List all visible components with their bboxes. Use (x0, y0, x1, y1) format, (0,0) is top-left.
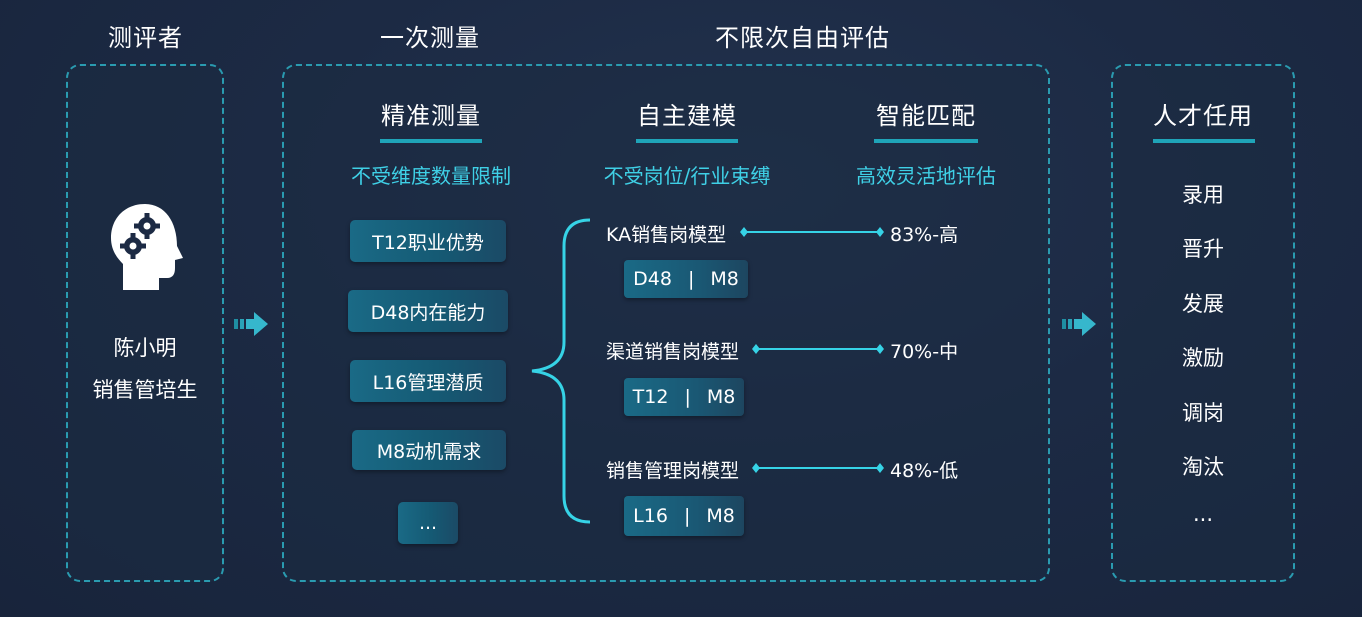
precise-measure-title: 精准测量 (381, 102, 481, 130)
tag-b: M8 (706, 505, 735, 527)
connector-line (752, 463, 884, 473)
tag-b: M8 (706, 386, 736, 408)
matching-subtitle: 高效灵活地评估 (856, 164, 996, 188)
evaluator-header: 测评者 (108, 24, 183, 52)
tag-b: M8 (710, 268, 739, 290)
talent-panel: 人才任用 录用 晋升 发展 激励 调岗 淘汰 ... (1111, 64, 1295, 582)
talent-item: 调岗 (1182, 401, 1224, 425)
free-eval-header: 不限次自由评估 (715, 24, 890, 52)
connector-line (752, 344, 884, 354)
measure-chip: D48内在能力 (348, 290, 508, 332)
matching-title: 智能匹配 (876, 102, 976, 130)
measure-chip: L16管理潜质 (350, 360, 506, 402)
modeling-underline (636, 139, 738, 143)
measure-chip: M8动机需求 (352, 430, 506, 470)
talent-item: 录用 (1182, 183, 1224, 207)
talent-item: 发展 (1182, 292, 1224, 316)
person-name: 陈小明 (113, 336, 177, 360)
modeling-title: 自主建模 (637, 102, 737, 130)
talent-item: 淘汰 (1182, 455, 1224, 479)
tag-a: T12 (632, 386, 669, 408)
talent-underline (1153, 139, 1255, 143)
precise-underline (380, 139, 482, 143)
head-gears-icon (111, 204, 183, 290)
tag-separator: | (684, 386, 691, 408)
arrow-right-icon (234, 312, 268, 336)
model-name: KA销售岗模型 (606, 224, 727, 246)
talent-item-more: ... (1192, 502, 1214, 526)
match-score: 48%-低 (890, 460, 959, 482)
talent-title: 人才任用 (1153, 102, 1253, 130)
precise-subtitle: 不受维度数量限制 (351, 164, 511, 188)
model-name: 渠道销售岗模型 (606, 341, 740, 363)
measure-chip-more: ... (398, 502, 458, 544)
one-measure-header: 一次测量 (380, 24, 480, 52)
arrow-right-icon (1062, 312, 1096, 336)
person-role: 销售管培生 (92, 378, 198, 402)
talent-item: 晋升 (1182, 237, 1224, 261)
model-tag-chip: D48 | M8 (624, 260, 748, 298)
matching-underline (874, 139, 978, 143)
measure-chip: T12职业优势 (350, 220, 506, 262)
modeling-subtitle: 不受岗位/行业束缚 (603, 164, 771, 188)
talent-item: 激励 (1182, 346, 1224, 370)
model-tag-chip: L16 | M8 (624, 496, 744, 536)
tag-separator: | (687, 268, 695, 290)
tag-a: D48 (633, 268, 672, 290)
curly-brace-icon (531, 218, 591, 524)
connector-line (740, 227, 884, 237)
match-score: 70%-中 (890, 341, 959, 363)
evaluator-panel: 陈小明 销售管培生 (66, 64, 224, 582)
model-tag-chip: T12 | M8 (624, 378, 744, 416)
model-name: 销售管理岗模型 (606, 460, 740, 482)
tag-separator: | (683, 505, 691, 527)
match-score: 83%-高 (890, 224, 959, 246)
tag-a: L16 (633, 505, 668, 527)
